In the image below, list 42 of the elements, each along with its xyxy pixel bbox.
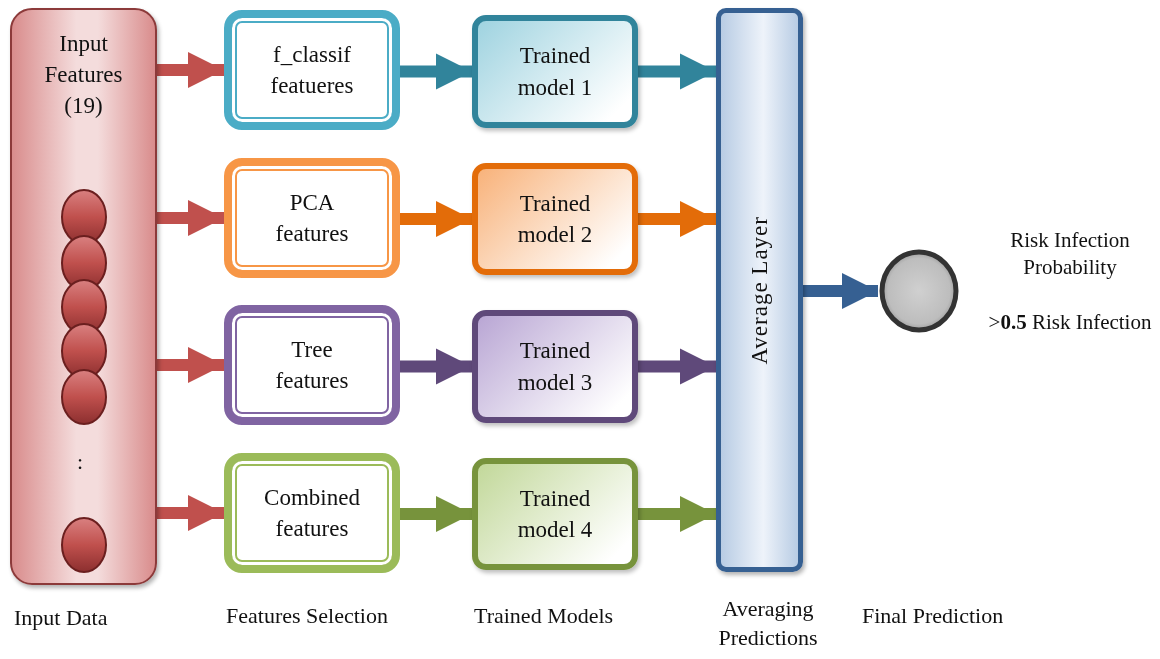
node-label: Average Layer — [746, 215, 773, 365]
feature-selection-box — [224, 158, 400, 278]
node-label: Trained model 1 — [516, 42, 594, 102]
arrow — [638, 496, 716, 532]
arrow — [157, 200, 224, 236]
caption-text: >0.5 Risk Infection — [988, 309, 1152, 336]
arrow — [638, 348, 716, 385]
trained-model-box — [472, 15, 638, 128]
arrow — [400, 348, 472, 385]
ellipsis-mark: : — [75, 448, 85, 476]
arrow — [400, 201, 472, 237]
column-caption: Trained Models — [474, 602, 615, 630]
node-label: Tree features — [274, 335, 350, 395]
caption-text: Risk Infection Probability — [1009, 227, 1131, 282]
feature-selection-box — [224, 305, 400, 425]
arrow — [157, 495, 224, 531]
node-label: Trained model 3 — [516, 337, 594, 397]
trained-model-box — [472, 310, 638, 423]
output-circle — [878, 249, 960, 333]
arrow — [638, 53, 716, 90]
feature-selection-box — [224, 10, 400, 130]
arrow — [400, 53, 472, 90]
arrow — [157, 52, 224, 88]
trained-model-box — [472, 163, 638, 275]
feature-selection-box — [224, 453, 400, 573]
column-caption: Averaging Predictions — [717, 595, 819, 652]
arrow — [638, 201, 716, 237]
arrow — [803, 273, 878, 309]
node-label: PCA features — [274, 188, 350, 248]
node-label: f_classif featueres — [269, 40, 355, 100]
arrow — [157, 347, 224, 383]
arrow — [400, 496, 472, 532]
input-features-panel — [10, 8, 157, 585]
node-label: Combined features — [263, 483, 361, 543]
column-caption: Final Prediction — [862, 602, 1005, 630]
node-label: Trained model 2 — [516, 189, 594, 249]
average-layer-bar — [716, 8, 803, 572]
node-label: Input Features (19) — [43, 30, 124, 121]
column-caption: Input Data — [14, 604, 109, 632]
column-caption: Features Selection — [226, 602, 389, 630]
node-label: Trained model 4 — [516, 484, 594, 544]
trained-model-box — [472, 458, 638, 570]
